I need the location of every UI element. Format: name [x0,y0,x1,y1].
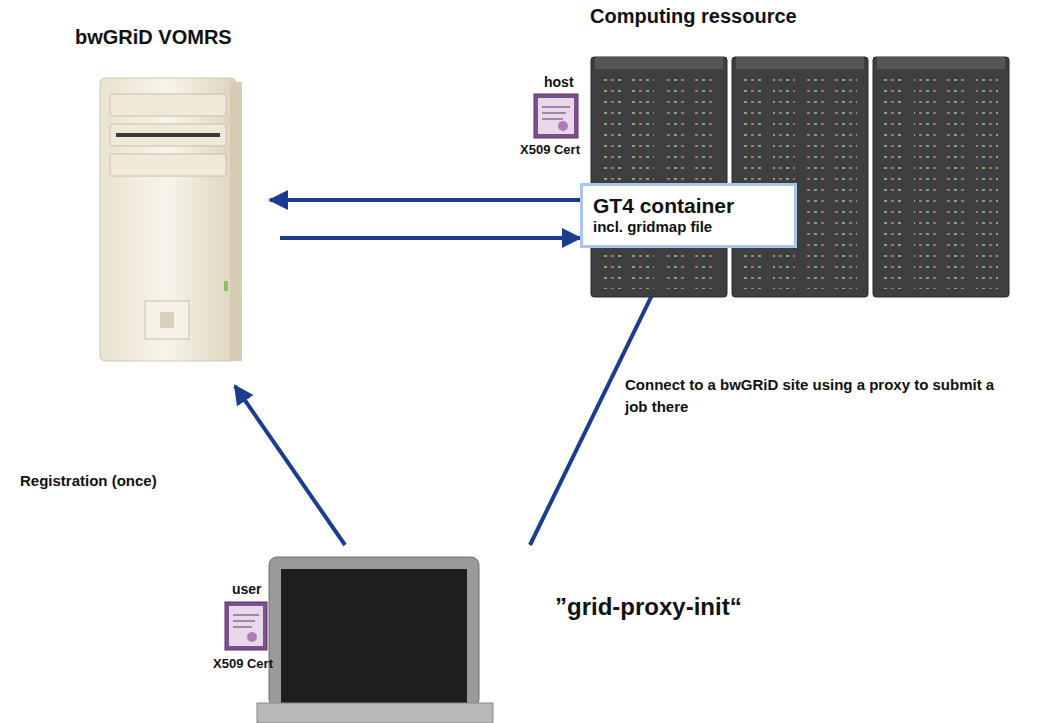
container-subtitle: incl. gridmap file [593,218,784,235]
computing-resource: Computing ressourceGT4 containerincl. gr… [575,5,1025,305]
arrow-connector [280,236,580,240]
container-title: GT4 container [593,194,784,218]
user-laptop: ”grid-proxy-init“ [255,553,495,723]
cert-owner: user [232,581,262,597]
arrow-connector [235,386,345,545]
certificate-icon [533,93,579,139]
cert-type: X509 Cert [213,656,273,671]
edge-label: Registration (once) [20,470,220,492]
node-heading: bwGRiD VOMRS [75,26,232,49]
cert-owner: host [544,74,574,90]
cert-type: X509 Cert [520,142,580,157]
server-tower [98,76,248,371]
node-heading: Computing ressource [590,5,797,28]
laptop [255,553,495,723]
edge-label: Connect to a bwGRiD site using a proxy t… [625,374,1005,418]
server-rack [587,53,1017,303]
certificate-icon [224,601,268,651]
gt4-container: GT4 containerincl. gridmap file [580,183,797,248]
arrow-connector [270,198,580,202]
command-label: ”grid-proxy-init“ [555,593,742,621]
vomrs-server: bwGRiD VOMRS [60,26,270,376]
